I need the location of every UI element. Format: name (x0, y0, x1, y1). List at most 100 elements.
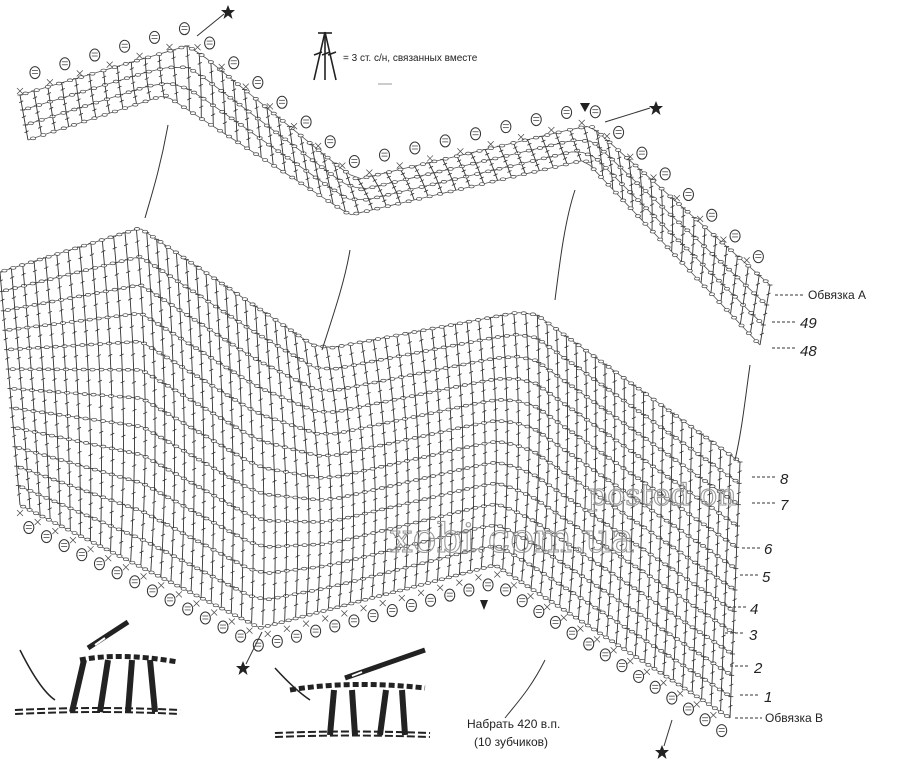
double-crochet-bar (535, 163, 540, 167)
chain-stitch (710, 661, 717, 665)
double-crochet-bar (682, 652, 687, 656)
chain-stitch (635, 476, 641, 481)
chain-stitch (368, 574, 375, 579)
double-crochet-bar (228, 380, 233, 384)
double-crochet (426, 561, 429, 584)
chain-stitch (547, 415, 554, 419)
chain-stitch (512, 576, 519, 581)
double-crochet-bar (690, 243, 696, 246)
chain-stitch (74, 439, 81, 443)
chain-stitch (265, 467, 272, 471)
chain-stitch (232, 613, 238, 617)
chain-stitch (172, 250, 179, 255)
chain-stitch (200, 351, 207, 355)
chain-stitch (83, 489, 90, 494)
double-crochet (722, 265, 726, 285)
double-crochet-bar (711, 262, 716, 266)
chain-stitch (122, 313, 129, 317)
chain-stitch (344, 559, 351, 563)
chain-stitch (533, 135, 539, 140)
double-crochet (75, 78, 78, 94)
chain-stitch (95, 316, 102, 321)
double-crochet (299, 381, 303, 406)
double-crochet-bar (282, 456, 287, 460)
chain-stitch (331, 188, 338, 193)
chain-stitch (180, 105, 187, 110)
chain-stitch (701, 225, 708, 229)
double-crochet-bar (152, 417, 158, 420)
double-crochet-bar (416, 487, 422, 491)
double-crochet-bar (306, 507, 311, 511)
chain-stitch (422, 349, 429, 353)
double-crochet-bar (524, 322, 529, 325)
double-crochet (168, 275, 171, 304)
chain-stitch (162, 93, 169, 98)
double-crochet (38, 120, 43, 136)
double-crochet (48, 499, 51, 521)
double-crochet (185, 259, 189, 289)
chain-stitch (103, 547, 110, 552)
chain-stitch (447, 323, 454, 327)
double-crochet (29, 348, 32, 370)
double-crochet (297, 357, 301, 382)
double-crochet (231, 424, 234, 453)
chain-stitch (684, 577, 690, 581)
chain-stitch (344, 386, 351, 390)
chain-stitch (343, 581, 350, 585)
double-crochet-bar (670, 223, 675, 226)
chain-stitch (112, 79, 119, 84)
double-crochet-bar (371, 562, 377, 566)
double-crochet-bar (438, 503, 444, 507)
watermark: posted on xobi.com.ua (389, 477, 737, 562)
chain-stitch (455, 510, 462, 514)
chain-stitch (474, 172, 481, 176)
double-crochet (424, 372, 427, 394)
double-crochet (391, 182, 398, 194)
chain-stitch (309, 386, 316, 390)
chain-stitch (480, 400, 487, 404)
double-crochet (498, 146, 505, 157)
chain-stitch (225, 75, 232, 79)
chain-stitch (72, 391, 79, 396)
double-crochet (22, 409, 25, 430)
double-crochet-bar (80, 280, 85, 284)
double-crochet-bar (432, 357, 438, 360)
double-crochet-bar (346, 417, 351, 421)
chain-stitch (129, 284, 136, 289)
double-crochet-bar (234, 129, 239, 133)
double-crochet (7, 369, 11, 389)
double-crochet (414, 165, 421, 177)
chain-stitch (576, 366, 583, 371)
double-crochet-bar (306, 372, 312, 376)
double-crochet-bar (444, 354, 449, 358)
chain-stitch (65, 527, 72, 532)
double-crochet-bar (555, 136, 560, 140)
chain-stitch (233, 560, 240, 564)
chain-stitch (551, 532, 558, 537)
chain-stitch (199, 597, 206, 601)
double-crochet-bar (676, 559, 681, 563)
double-crochet-bar (423, 189, 429, 193)
double-crochet-bar (73, 354, 79, 358)
chain-stitch (472, 506, 479, 510)
double-crochet (345, 171, 351, 186)
chain-stitch (464, 466, 471, 470)
double-crochet-bar (0, 298, 5, 302)
chain-stitch (562, 162, 569, 167)
double-crochet (316, 455, 320, 478)
chain-stitch (83, 268, 90, 272)
double-crochet (629, 563, 632, 586)
chain-stitch (497, 377, 504, 381)
single-crochet-x (228, 618, 236, 625)
single-crochet-x (360, 604, 367, 612)
double-crochet (734, 256, 738, 276)
chain-stitch (306, 362, 313, 367)
picot-bobble (729, 229, 741, 243)
chain-stitch (710, 441, 717, 445)
chain-stitch (155, 573, 161, 578)
chain-stitch (135, 564, 142, 568)
double-crochet (172, 500, 175, 529)
double-crochet (159, 69, 163, 85)
chain-stitch (709, 682, 716, 687)
double-crochet (442, 159, 449, 170)
